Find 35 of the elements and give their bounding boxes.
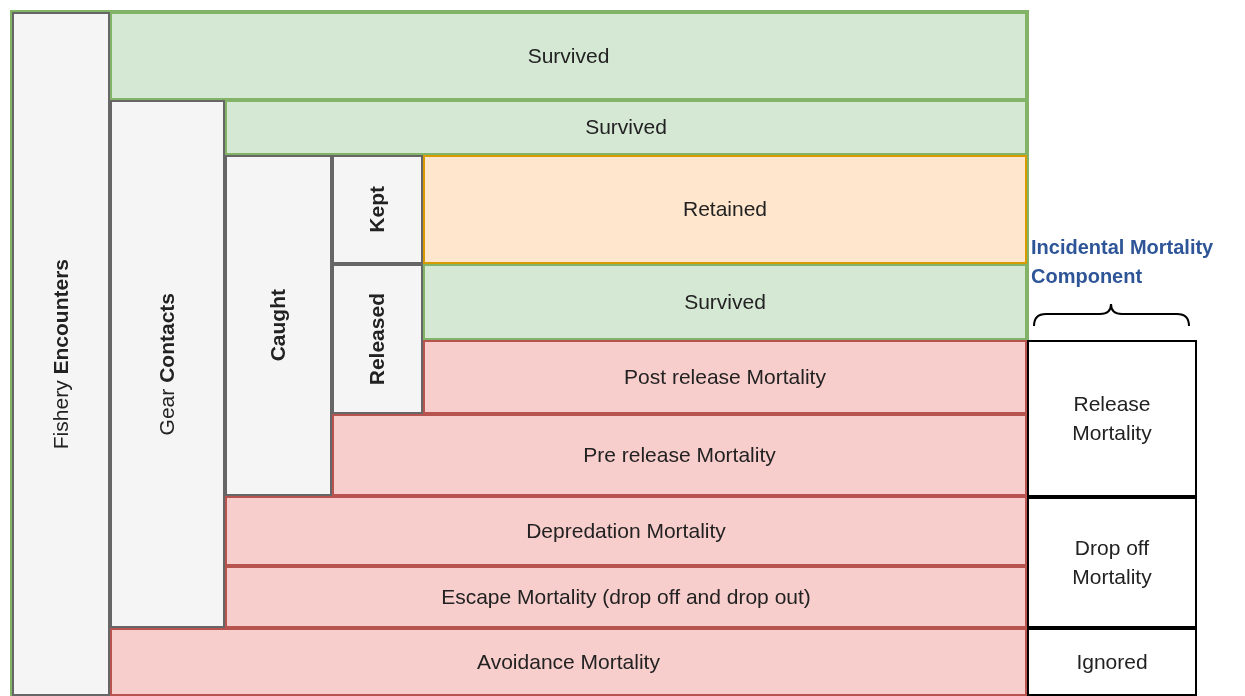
- vertical-label: Fishery Encounters: [47, 258, 73, 450]
- outcome-bar: [423, 155, 1027, 264]
- column-box: [332, 155, 423, 264]
- box-label: Avoidance Mortality: [477, 648, 660, 675]
- box-label: Pre release Mortality: [583, 441, 776, 468]
- vertical-label: Kept: [364, 186, 390, 233]
- box-label: Ignored: [1075, 648, 1149, 675]
- box-label: Escape Mortality (drop off and drop out): [441, 583, 811, 610]
- category-box: [1027, 340, 1197, 497]
- box-label: Survived: [684, 288, 766, 315]
- vertical-label: Gear Contacts: [154, 292, 180, 436]
- box-label: Retained: [682, 196, 768, 223]
- box-label: Post release Mortality: [624, 363, 826, 390]
- box-label: Release Mortality: [1071, 391, 1153, 446]
- box-label: Survived: [527, 42, 610, 69]
- column-box: [332, 264, 423, 414]
- outcome-bar: [423, 340, 1027, 414]
- category-box: [1027, 628, 1197, 696]
- outcome-bar: [110, 12, 1027, 100]
- outcome-bar: [423, 264, 1027, 340]
- outcome-bar: [225, 100, 1027, 155]
- outcome-bar: [110, 628, 1027, 696]
- component-heading: Incidental Mortality Component: [1031, 235, 1215, 289]
- vertical-label: Caught: [265, 289, 291, 362]
- vertical-label: Released: [364, 292, 390, 386]
- column-box: [12, 12, 110, 696]
- box-label: Drop off Mortality: [1071, 535, 1153, 590]
- outcome-bar: [332, 414, 1027, 496]
- category-box: [1027, 497, 1197, 628]
- column-box: [110, 100, 225, 628]
- box-label: Depredation Mortality: [526, 517, 726, 544]
- outcome-bar: [225, 496, 1027, 566]
- box-label: Survived: [585, 114, 667, 141]
- outcome-bar: [225, 566, 1027, 628]
- column-box: [225, 155, 332, 496]
